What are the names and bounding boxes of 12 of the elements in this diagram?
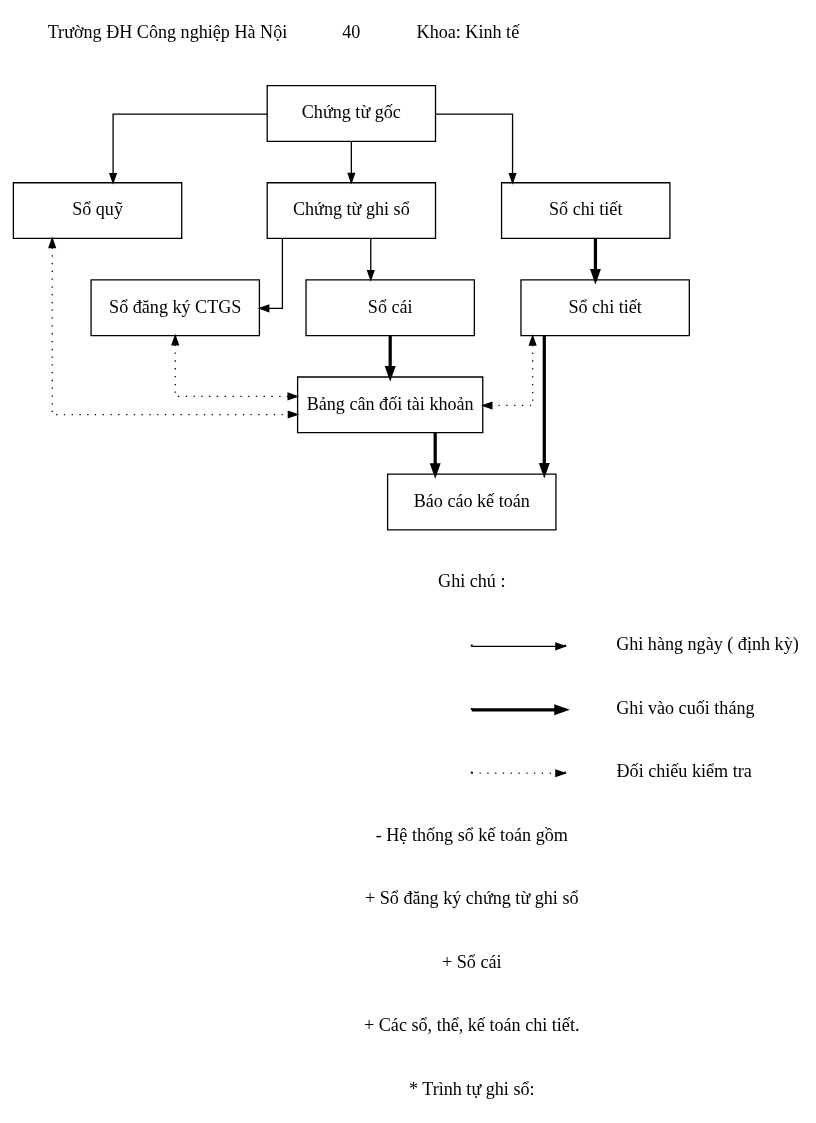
label: + Sổ đăng ký chứng từ ghi sổ bbox=[365, 888, 579, 909]
label: 40 bbox=[342, 21, 361, 42]
legend-label: Đối chiếu kiểm tra bbox=[616, 761, 752, 782]
label: - Hệ thống sổ kế toán gồm bbox=[375, 824, 568, 845]
label: Ghi chú : bbox=[438, 571, 506, 592]
label: Khoa: Kinh tế bbox=[416, 21, 520, 42]
label: Trường ĐH Công nghiệp Hà Nội bbox=[47, 21, 288, 42]
label: + Sổ cái bbox=[442, 951, 502, 972]
label: * Trình tự ghi sổ: bbox=[408, 1078, 535, 1099]
legend-label: Ghi hàng ngày ( định kỳ) bbox=[616, 634, 799, 655]
legend-label: Ghi vào cuối tháng bbox=[616, 697, 755, 718]
label: + Các sổ, thể, kế toán chi tiết. bbox=[364, 1015, 580, 1036]
